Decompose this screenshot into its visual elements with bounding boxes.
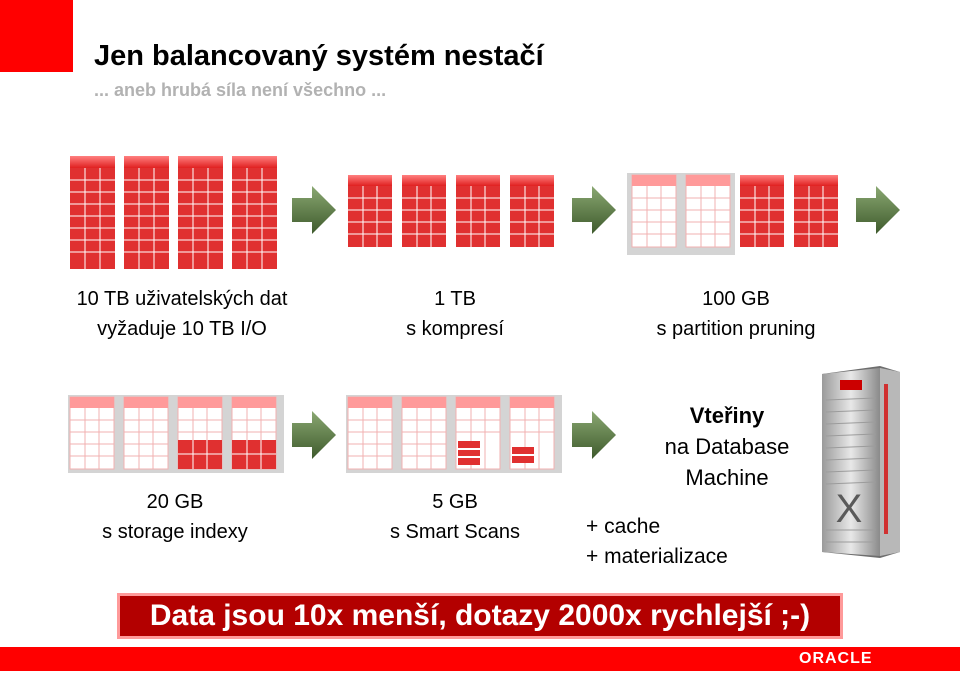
arrow-right-icon <box>572 411 616 459</box>
server-x-mark: X <box>836 487 863 531</box>
footer-bar <box>0 647 960 671</box>
data-table-pruned <box>401 396 447 470</box>
arrow-right-icon <box>856 186 900 234</box>
stage3-line1: 100 GB <box>702 288 770 310</box>
data-table-scanned <box>455 396 501 470</box>
stage3-line2: s partition pruning <box>656 318 816 340</box>
stage1-tables <box>70 156 277 269</box>
data-table <box>740 175 784 247</box>
stage1-line2: vyžaduje 10 TB I/O <box>97 318 267 340</box>
stage4-line2: s storage indexy <box>102 521 248 543</box>
data-table <box>794 175 838 247</box>
stage1-caption: 10 TB uživatelských dat vyžaduje 10 TB I… <box>52 284 312 344</box>
data-table-partial <box>177 396 223 470</box>
stage5-tables <box>346 395 562 473</box>
data-table <box>456 175 500 247</box>
data-table <box>510 175 554 247</box>
result-extras: + cache + materializace <box>586 512 728 572</box>
summary-banner: Data jsou 10x menší, dotazy 2000x rychle… <box>117 593 843 639</box>
arrow-right-icon <box>292 411 336 459</box>
data-table <box>178 156 223 269</box>
data-table <box>70 156 115 269</box>
data-table-pruned <box>685 174 731 248</box>
data-table <box>232 156 277 269</box>
database-machine-image: X <box>822 366 900 558</box>
stage3-caption: 100 GB s partition pruning <box>626 284 846 344</box>
arrow-right-icon <box>572 186 616 234</box>
result-line2: na Database <box>664 434 790 459</box>
data-table-pruned <box>69 396 115 470</box>
stage5-caption: 5 GB s Smart Scans <box>365 487 545 547</box>
page-subtitle: ... aneb hrubá síla není všechno ... <box>94 80 387 100</box>
data-table <box>124 156 169 269</box>
arrow-right-icon <box>292 186 336 234</box>
data-table-pruned <box>123 396 169 470</box>
data-table-pruned <box>347 396 393 470</box>
page-title: Jen balancovaný systém nestačí <box>94 40 544 72</box>
scan-result-block <box>458 441 480 465</box>
stage2-tables <box>348 175 554 247</box>
stage4-caption: 20 GB s storage indexy <box>70 487 280 547</box>
stage2-line1: 1 TB <box>434 288 476 310</box>
stage2-line2: s kompresí <box>406 318 504 340</box>
data-table-scanned <box>509 396 555 470</box>
extra-cache: + cache <box>586 515 661 538</box>
stage2-caption: 1 TB s kompresí <box>370 284 540 344</box>
data-table <box>402 175 446 247</box>
oracle-logo: ORACLE <box>799 650 873 667</box>
corner-accent <box>0 0 73 72</box>
result-caption: Vteřiny na Database Machine <box>632 400 822 493</box>
stage5-line1: 5 GB <box>432 491 478 513</box>
stage4-tables <box>68 395 284 473</box>
extra-materialization: + materializace <box>586 545 728 568</box>
result-line1: Vteřiny <box>689 403 765 428</box>
stage5-line2: s Smart Scans <box>389 521 521 543</box>
data-table <box>348 175 392 247</box>
stage3-tables <box>627 173 838 255</box>
data-table-pruned <box>631 174 677 248</box>
stage4-line1: 20 GB <box>146 491 204 513</box>
result-line3: Machine <box>685 465 769 490</box>
data-table-partial <box>231 396 277 470</box>
stage1-line1: 10 TB uživatelských dat <box>76 288 288 310</box>
